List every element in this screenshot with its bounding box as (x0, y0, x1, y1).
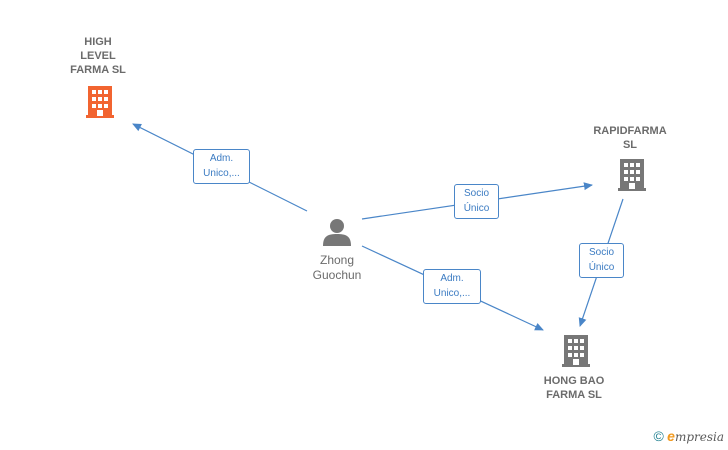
label-line: LEVEL (80, 50, 116, 62)
edge-label-to-high-level[interactable]: Adm. Unico,... (193, 149, 250, 184)
label-line: HONG BAO (543, 375, 605, 387)
label-line: SL (622, 139, 638, 151)
label-line: FARMA SL (70, 64, 126, 76)
label-line: Zhong (319, 253, 355, 267)
node-label-person[interactable]: Zhong Guochun (287, 253, 387, 283)
label-line: Unico,... (433, 288, 471, 299)
edge-label-rapid-to-hong[interactable]: Socio Único (579, 243, 624, 278)
label-line: RAPIDFARMA (593, 125, 667, 137)
label-line: Unico,... (203, 168, 240, 179)
label-line: Guochun (312, 268, 362, 282)
label-line: FARMA SL (546, 389, 602, 401)
copyright-icon: © (653, 428, 664, 444)
label-line: Socio (463, 188, 489, 199)
label-line: Adm. (440, 273, 464, 284)
footer-branding: © empresia (653, 428, 724, 444)
building-icon-high-level[interactable] (86, 86, 114, 118)
building-icon-hong-bao[interactable] (562, 335, 590, 367)
edge-label-to-hong-bao[interactable]: Adm. Unico,... (423, 269, 481, 304)
person-icon[interactable] (323, 219, 351, 246)
label-line: Adm. (209, 153, 234, 164)
label-line: Único (588, 262, 615, 273)
node-label-high-level[interactable]: HIGH LEVEL FARMA SL (48, 35, 148, 77)
brand-name: mpresia (674, 430, 724, 444)
building-icon-rapidfarma[interactable] (618, 159, 646, 191)
label-line: Socio (588, 247, 614, 258)
node-label-rapidfarma[interactable]: RAPIDFARMA SL (580, 124, 680, 152)
node-label-hong-bao[interactable]: HONG BAO FARMA SL (524, 374, 624, 402)
label-line: HIGH (84, 36, 112, 48)
label-line: Único (463, 203, 490, 214)
edge-label-to-rapidfarma[interactable]: Socio Único (454, 184, 499, 219)
brand-logo-initial: e (667, 428, 675, 444)
